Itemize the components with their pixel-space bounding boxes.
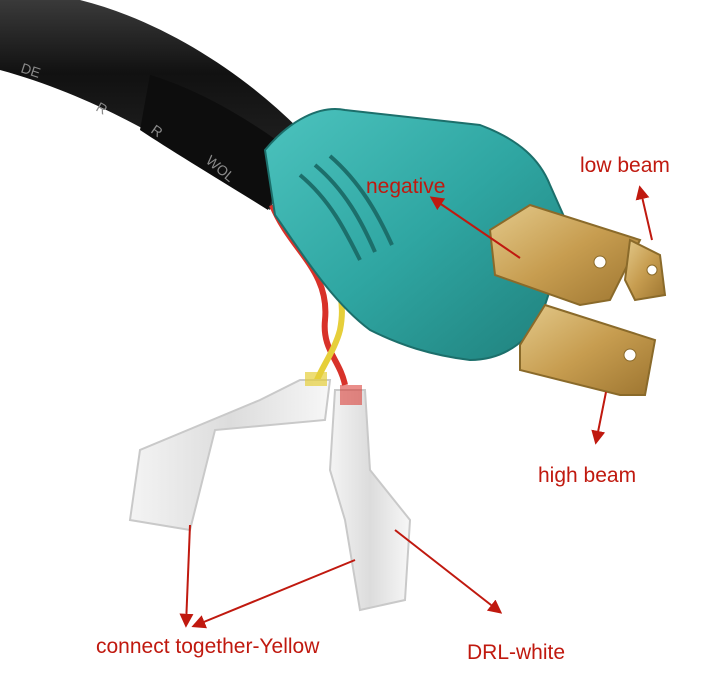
arrow-drl-white [394, 529, 503, 614]
terminal-negative [488, 203, 642, 307]
label-connect-together-yellow: connect together-Yellow [96, 635, 320, 658]
arrow-connect-yellow-right [191, 559, 356, 629]
arrow-connect-yellow-left [179, 524, 194, 628]
terminal-high-beam [519, 303, 657, 396]
clear-spade-connector-white [328, 385, 412, 612]
cable-print-text: DE [19, 60, 42, 81]
label-drl-white: DRL-white [467, 641, 566, 664]
clear-spade-connector-yellow [128, 372, 332, 532]
arrow-low-beam [635, 185, 653, 241]
label-negative: negative [366, 175, 446, 198]
teal-connector-body [263, 108, 572, 362]
label-high-beam: high beam [538, 464, 637, 487]
label-low-beam: low beam [580, 154, 670, 177]
arrow-high-beam [591, 391, 607, 445]
terminal-low-beam [623, 238, 667, 302]
black-cable: DE R R WOL [0, 0, 300, 210]
arrow-negative [429, 196, 521, 259]
